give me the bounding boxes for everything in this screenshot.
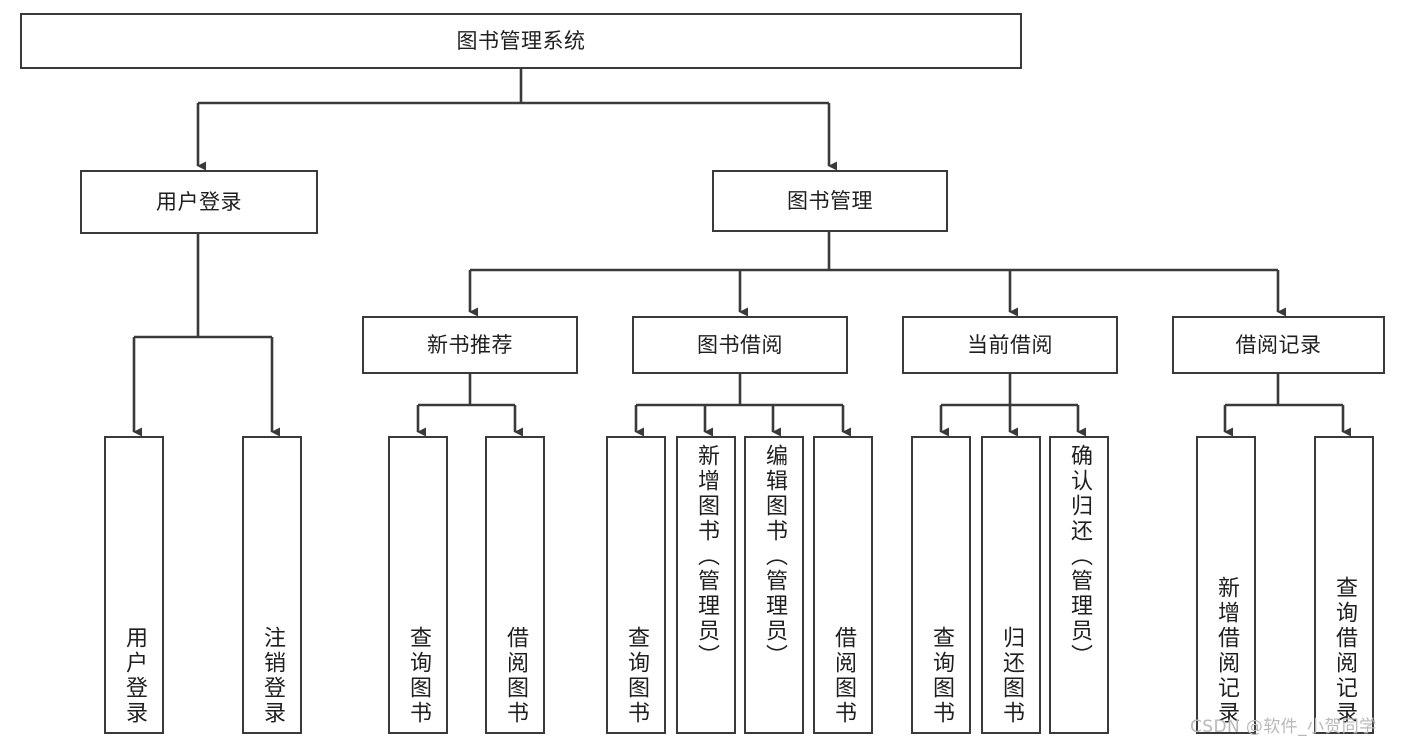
- node-book-manage[interactable]: 图书管理: [712, 170, 948, 232]
- node-leaf-query-book-1[interactable]: 查询图书: [388, 436, 448, 734]
- node-label: 归还图书: [998, 626, 1024, 726]
- node-leaf-confirm-return[interactable]: 确认归还（管理员）: [1049, 436, 1109, 734]
- node-label: 编辑图书（管理员）: [761, 444, 787, 669]
- node-label: 用户登录: [121, 626, 147, 726]
- node-label: 确认归还（管理员）: [1066, 444, 1092, 669]
- node-label: 借阅记录: [1235, 332, 1322, 357]
- node-leaf-query-record[interactable]: 查询借阅记录: [1314, 436, 1374, 734]
- node-label: 新增借阅记录: [1213, 576, 1239, 726]
- node-leaf-add-book[interactable]: 新增图书（管理员）: [676, 436, 736, 734]
- node-leaf-add-record[interactable]: 新增借阅记录: [1196, 436, 1256, 734]
- node-borrow-record[interactable]: 借阅记录: [1172, 316, 1385, 374]
- node-leaf-logout-login[interactable]: 注销登录: [242, 436, 302, 734]
- node-leaf-edit-book[interactable]: 编辑图书（管理员）: [744, 436, 804, 734]
- node-label: 查询图书: [405, 626, 431, 726]
- node-label: 查询借阅记录: [1331, 576, 1357, 726]
- node-label: 新书推荐: [427, 332, 513, 357]
- node-book-borrow[interactable]: 图书借阅: [632, 316, 848, 374]
- node-current-borrow[interactable]: 当前借阅: [902, 316, 1118, 374]
- node-label: 图书管理系统: [456, 28, 586, 53]
- node-label: 新增图书（管理员）: [693, 444, 719, 669]
- node-label: 图书借阅: [697, 332, 783, 357]
- node-label: 图书管理: [787, 188, 873, 213]
- node-leaf-query-book-2[interactable]: 查询图书: [606, 436, 666, 734]
- node-label: 借阅图书: [830, 626, 856, 726]
- node-leaf-borrow-book-1[interactable]: 借阅图书: [485, 436, 545, 734]
- node-label: 借阅图书: [502, 626, 528, 726]
- node-leaf-user-login[interactable]: 用户登录: [104, 436, 164, 734]
- node-label: 当前借阅: [967, 332, 1053, 357]
- node-user-login[interactable]: 用户登录: [80, 170, 318, 234]
- node-leaf-query-book-3[interactable]: 查询图书: [911, 436, 971, 734]
- node-root-system[interactable]: 图书管理系统: [20, 13, 1022, 69]
- node-new-book-recommend[interactable]: 新书推荐: [362, 316, 578, 374]
- node-leaf-return-book[interactable]: 归还图书: [981, 436, 1041, 734]
- node-label: 用户登录: [156, 189, 242, 214]
- node-label: 查询图书: [623, 626, 649, 726]
- node-label: 注销登录: [259, 626, 285, 726]
- node-label: 查询图书: [928, 626, 954, 726]
- node-leaf-borrow-book-2[interactable]: 借阅图书: [813, 436, 873, 734]
